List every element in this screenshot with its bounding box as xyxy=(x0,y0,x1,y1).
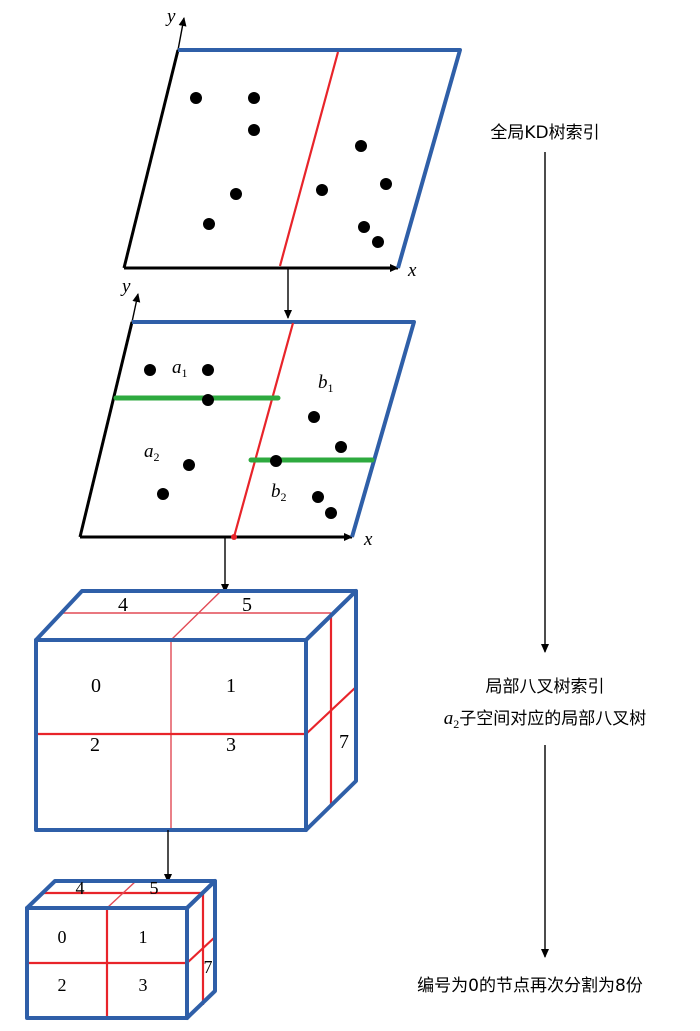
caption-local-octree: 局部八叉树索引 xyxy=(486,677,605,697)
y-axis-arrow-icon xyxy=(131,293,141,323)
cell-3: 3 xyxy=(139,975,148,995)
cell-4: 4 xyxy=(118,594,128,616)
data-points xyxy=(190,92,392,248)
data-point xyxy=(203,218,215,230)
data-point xyxy=(248,92,260,104)
data-point xyxy=(230,188,242,200)
data-point xyxy=(157,488,169,500)
y-axis-arrow-icon xyxy=(177,17,187,51)
local-kd-panel: y x a1 b1 a2 b2 xyxy=(78,276,416,550)
data-point xyxy=(308,411,320,423)
data-point xyxy=(190,92,202,104)
data-points xyxy=(144,364,347,519)
region-label-b2: b2 xyxy=(271,481,287,504)
region-label-b1: b1 xyxy=(318,372,334,395)
caption-global-kd: 全局KD树索引 xyxy=(490,123,599,143)
x-split-line xyxy=(232,322,295,538)
data-point xyxy=(312,491,324,503)
cell-5: 5 xyxy=(150,878,159,898)
data-point xyxy=(202,394,214,406)
frame-edge xyxy=(132,320,416,538)
data-point xyxy=(372,236,384,248)
cell-5: 5 xyxy=(242,594,252,616)
data-point xyxy=(358,221,370,233)
cell-1: 1 xyxy=(139,927,148,947)
split-point xyxy=(231,534,237,540)
x-axis-label: x xyxy=(363,529,373,550)
data-point xyxy=(380,178,392,190)
cell-7: 7 xyxy=(339,731,349,753)
cell-0: 0 xyxy=(91,675,101,697)
octree-sub-box: 4 5 0 1 2 3 7 xyxy=(25,878,217,1020)
cell-7: 7 xyxy=(204,957,213,977)
data-point xyxy=(355,140,367,152)
y-axis xyxy=(78,321,134,538)
data-point xyxy=(144,364,156,376)
data-point xyxy=(183,459,195,471)
cell-1: 1 xyxy=(226,675,236,697)
octree-box: 4 5 0 1 2 3 7 xyxy=(34,589,358,832)
cell-2: 2 xyxy=(58,975,67,995)
data-point xyxy=(248,124,260,136)
x-split-line xyxy=(278,51,340,267)
cell-2: 2 xyxy=(90,734,100,756)
data-point xyxy=(335,441,347,453)
y-axis-label: y xyxy=(165,6,176,27)
caption-local-octree-sub: a2子空间对应的局部八叉树 xyxy=(444,708,647,731)
region-label-a2: a2 xyxy=(144,441,160,464)
x-axis-label: x xyxy=(407,260,417,281)
frame-edge xyxy=(178,48,462,269)
cell-4: 4 xyxy=(76,878,85,898)
global-kd-panel: y x xyxy=(122,6,462,281)
y-axis xyxy=(122,49,180,269)
region-label-a1: a1 xyxy=(172,357,188,380)
caption-subdivide: 编号为0的节点再次分割为8份 xyxy=(417,976,643,996)
data-point xyxy=(202,364,214,376)
cell-0: 0 xyxy=(58,927,67,947)
data-point xyxy=(325,507,337,519)
y-axis-label: y xyxy=(120,276,131,297)
cell-3: 3 xyxy=(226,734,236,756)
data-point xyxy=(316,184,328,196)
data-point xyxy=(270,455,282,467)
